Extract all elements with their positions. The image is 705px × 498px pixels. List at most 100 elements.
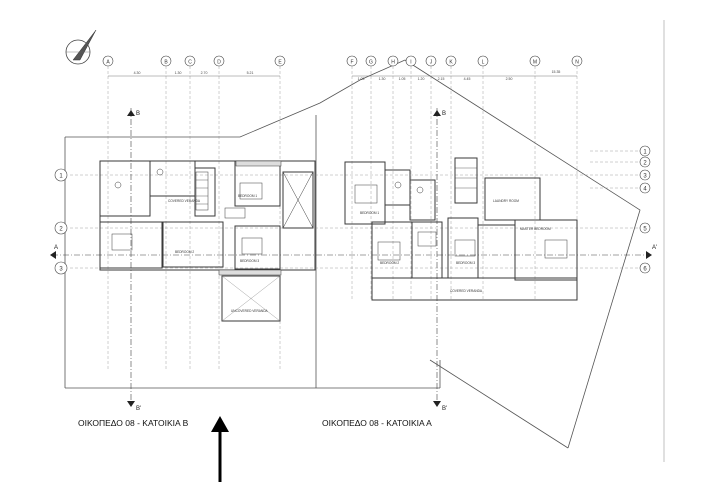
grid-row-bubble-label: 1: [59, 174, 63, 180]
grid-row-bubble-label: 5: [643, 226, 647, 232]
grid-bubble: E: [274, 55, 286, 67]
site-boundary: [64, 59, 641, 449]
house-b-room-labels: BEDROOM 1 COVERED VERANDA BEDROOM 2 BEDR…: [168, 194, 269, 313]
grid-bubble: B: [160, 55, 172, 67]
section-label: B: [442, 111, 446, 117]
grid-bubble: D: [213, 55, 225, 67]
grid-bubble: K: [445, 55, 457, 67]
grid-bubble: J: [425, 55, 437, 67]
section-arrow-icon: [646, 251, 652, 259]
dimensions-house-b: 4.30 1.30 2.70 5.21: [134, 71, 254, 75]
grid-bubble: I: [405, 55, 417, 67]
grid-row-bubble: 1: [54, 168, 68, 182]
room-label: BEDROOM 1: [360, 211, 379, 215]
grid-bubble: C: [184, 55, 196, 67]
grid-row-bubble: 6: [639, 262, 651, 274]
section-label: B': [136, 406, 141, 412]
section-label: A: [54, 245, 58, 251]
grid-row-bubble-label: 2: [59, 227, 63, 233]
grid-bubble: H: [387, 55, 399, 67]
section-arrow-icon: [433, 401, 441, 407]
grid-row-bubble: 3: [54, 261, 68, 275]
room-label: BEDROOM 1: [238, 194, 257, 198]
grid-row-bubble-label: 3: [643, 173, 647, 179]
grid-row-bubble-label: 3: [59, 267, 63, 273]
dimension-label: 1.30: [379, 77, 386, 81]
section-lines: [52, 108, 648, 405]
grid-bubble-label: H: [391, 59, 395, 65]
grid-bubble: M: [529, 55, 541, 67]
section-arrow-icon: [50, 251, 56, 259]
grid-bubble-label: I: [410, 59, 411, 65]
dimension-label: 1.30: [175, 71, 182, 75]
section-arrow-icon: [127, 401, 135, 407]
house-b-plan: [99, 160, 316, 322]
grid-row-bubble: 2: [639, 156, 651, 168]
grid-bubble-label: F: [350, 59, 353, 65]
house-a-caption: ΟΙΚΟΠΕΔΟ 08 - ΚΑΤΟΙΚΙΑ Α: [322, 418, 432, 428]
house-b-caption: ΟΙΚΟΠΕΔΟ 08 - ΚΑΤΟΙΚΙΑ Β: [78, 418, 189, 428]
up-arrow-icon: [211, 416, 229, 482]
grid-bubble-label: B: [164, 59, 168, 65]
room-label: MASTER BEDROOM: [520, 227, 551, 231]
grid-bubble-label: G: [369, 59, 373, 65]
dimension-label: 1.05: [399, 77, 406, 81]
room-label: COVERED VERANDA: [450, 289, 483, 293]
dimension-label: 5.21: [247, 71, 254, 75]
house-a-room-labels: BEDROOM 1 BEDROOM 2 BEDROOM 3 LAUNDRY RO…: [360, 199, 551, 293]
north-arrow-icon: [65, 29, 97, 65]
grid-bubble-label: K: [449, 59, 453, 65]
room-label: BEDROOM 3: [456, 261, 475, 265]
dimension-label: 15.35: [552, 70, 561, 74]
grid-row-bubble: 4: [639, 182, 651, 194]
room-label: BEDROOM 2: [380, 261, 399, 265]
section-label: B: [136, 111, 140, 117]
grid-row-bubbles-house-a: 1 2 3 4 5 6: [639, 145, 651, 274]
grid-bubble: A: [102, 55, 114, 67]
grid-bubble-label: M: [533, 59, 537, 65]
grid-row-bubble-label: 2: [643, 160, 647, 166]
room-label: UNCOVERED VERANDA: [231, 309, 269, 313]
grid-row-bubble: 1: [639, 145, 651, 157]
dimension-label: 4.30: [134, 71, 141, 75]
dimension-label: 1.20: [418, 77, 425, 81]
section-arrow-icon: [127, 110, 135, 116]
grid-bubble: G: [365, 55, 377, 67]
grid-bubble-label: L: [482, 59, 485, 65]
grid-row-bubble-label: 4: [643, 186, 647, 192]
grid-bubble-label: E: [278, 59, 282, 65]
grid-bubble-label: C: [188, 59, 192, 65]
grid-row-bubble-label: 1: [643, 149, 647, 155]
dimension-label: 4.45: [464, 77, 471, 81]
dimension-label: 1.05: [358, 77, 365, 81]
grid-row-bubble: 5: [639, 222, 651, 234]
grid-row-bubble: 2: [54, 221, 68, 235]
grid-bubble: N: [571, 55, 583, 67]
grid-bubble-label: N: [575, 59, 579, 65]
section-label: B': [442, 406, 447, 412]
dimension-label: 2.70: [201, 71, 208, 75]
dimension-label: 2.15: [438, 77, 445, 81]
grid-bubbles-house-b: A B C D E: [102, 55, 286, 67]
room-label: COVERED VERANDA: [168, 199, 201, 203]
grid-bubble-label: A: [106, 59, 110, 65]
dimensions-house-a: 1.05 1.30 1.05 1.20 2.15 4.45 2.50 15.35: [358, 70, 561, 81]
grid-lines: [70, 66, 640, 370]
room-label: BEDROOM 2: [175, 250, 194, 254]
grid-row-bubbles-house-b: 1 2 3: [54, 168, 68, 275]
grid-row-bubble: 3: [639, 169, 651, 181]
section-markers: B B' B B' A A': [50, 110, 657, 412]
grid-bubbles-house-a: F G H I J K L M N: [346, 55, 583, 67]
grid-bubble-label: J: [430, 59, 433, 65]
house-a-plan: [344, 157, 578, 301]
room-label: BEDROOM 3: [240, 259, 259, 263]
grid-bubble-label: D: [217, 59, 221, 65]
section-arrow-icon: [433, 110, 441, 116]
grid-bubble: L: [477, 55, 489, 67]
grid-row-bubble-label: 6: [643, 266, 647, 272]
room-label: LAUNDRY ROOM: [493, 199, 519, 203]
section-label: A': [652, 245, 657, 251]
grid-bubble: F: [346, 55, 358, 67]
dimension-label: 2.50: [506, 77, 513, 81]
